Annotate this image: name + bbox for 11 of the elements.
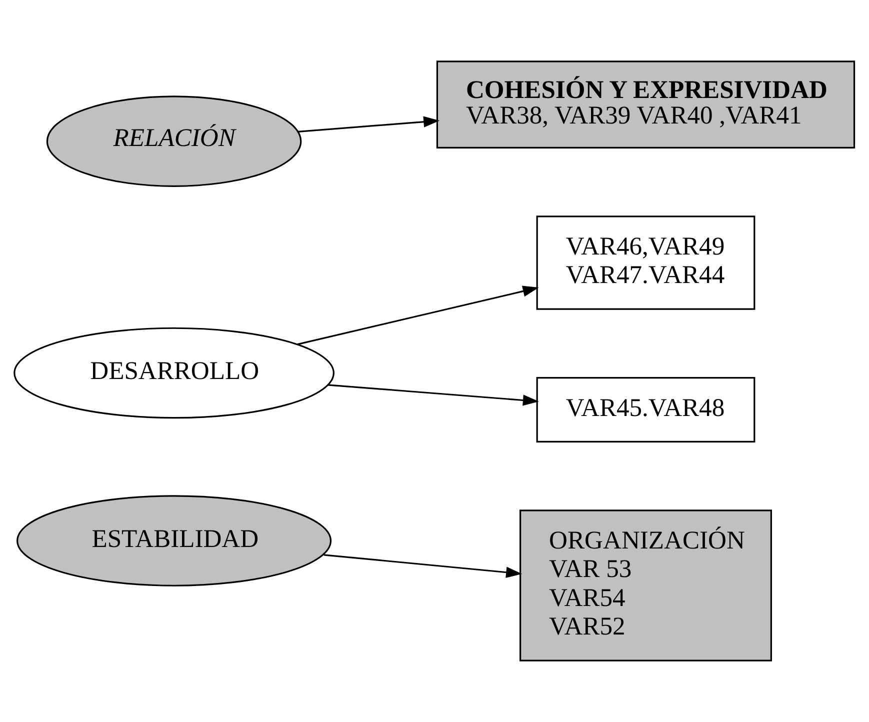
arrow (324, 554, 522, 578)
node-box: VAR46,VAR49 VAR47.VAR44 (536, 216, 756, 310)
node-box: VAR45.VAR48 (536, 376, 756, 442)
node-box: COHESIÓN Y EXPRESIVIDAD VAR38, VAR39 VAR40 ,VAR41 (436, 60, 856, 148)
arrow (297, 286, 539, 346)
arrow (298, 116, 440, 132)
node-ellipse: DESARROLLO (14, 327, 334, 419)
arrow (328, 384, 539, 406)
node-ellipse: ESTABILIDAD (16, 495, 332, 586)
node-box: ORGANIZACIÓN VAR 53 VAR54 VAR52 (520, 510, 772, 662)
node-ellipse: RELACIÓN (46, 96, 302, 187)
